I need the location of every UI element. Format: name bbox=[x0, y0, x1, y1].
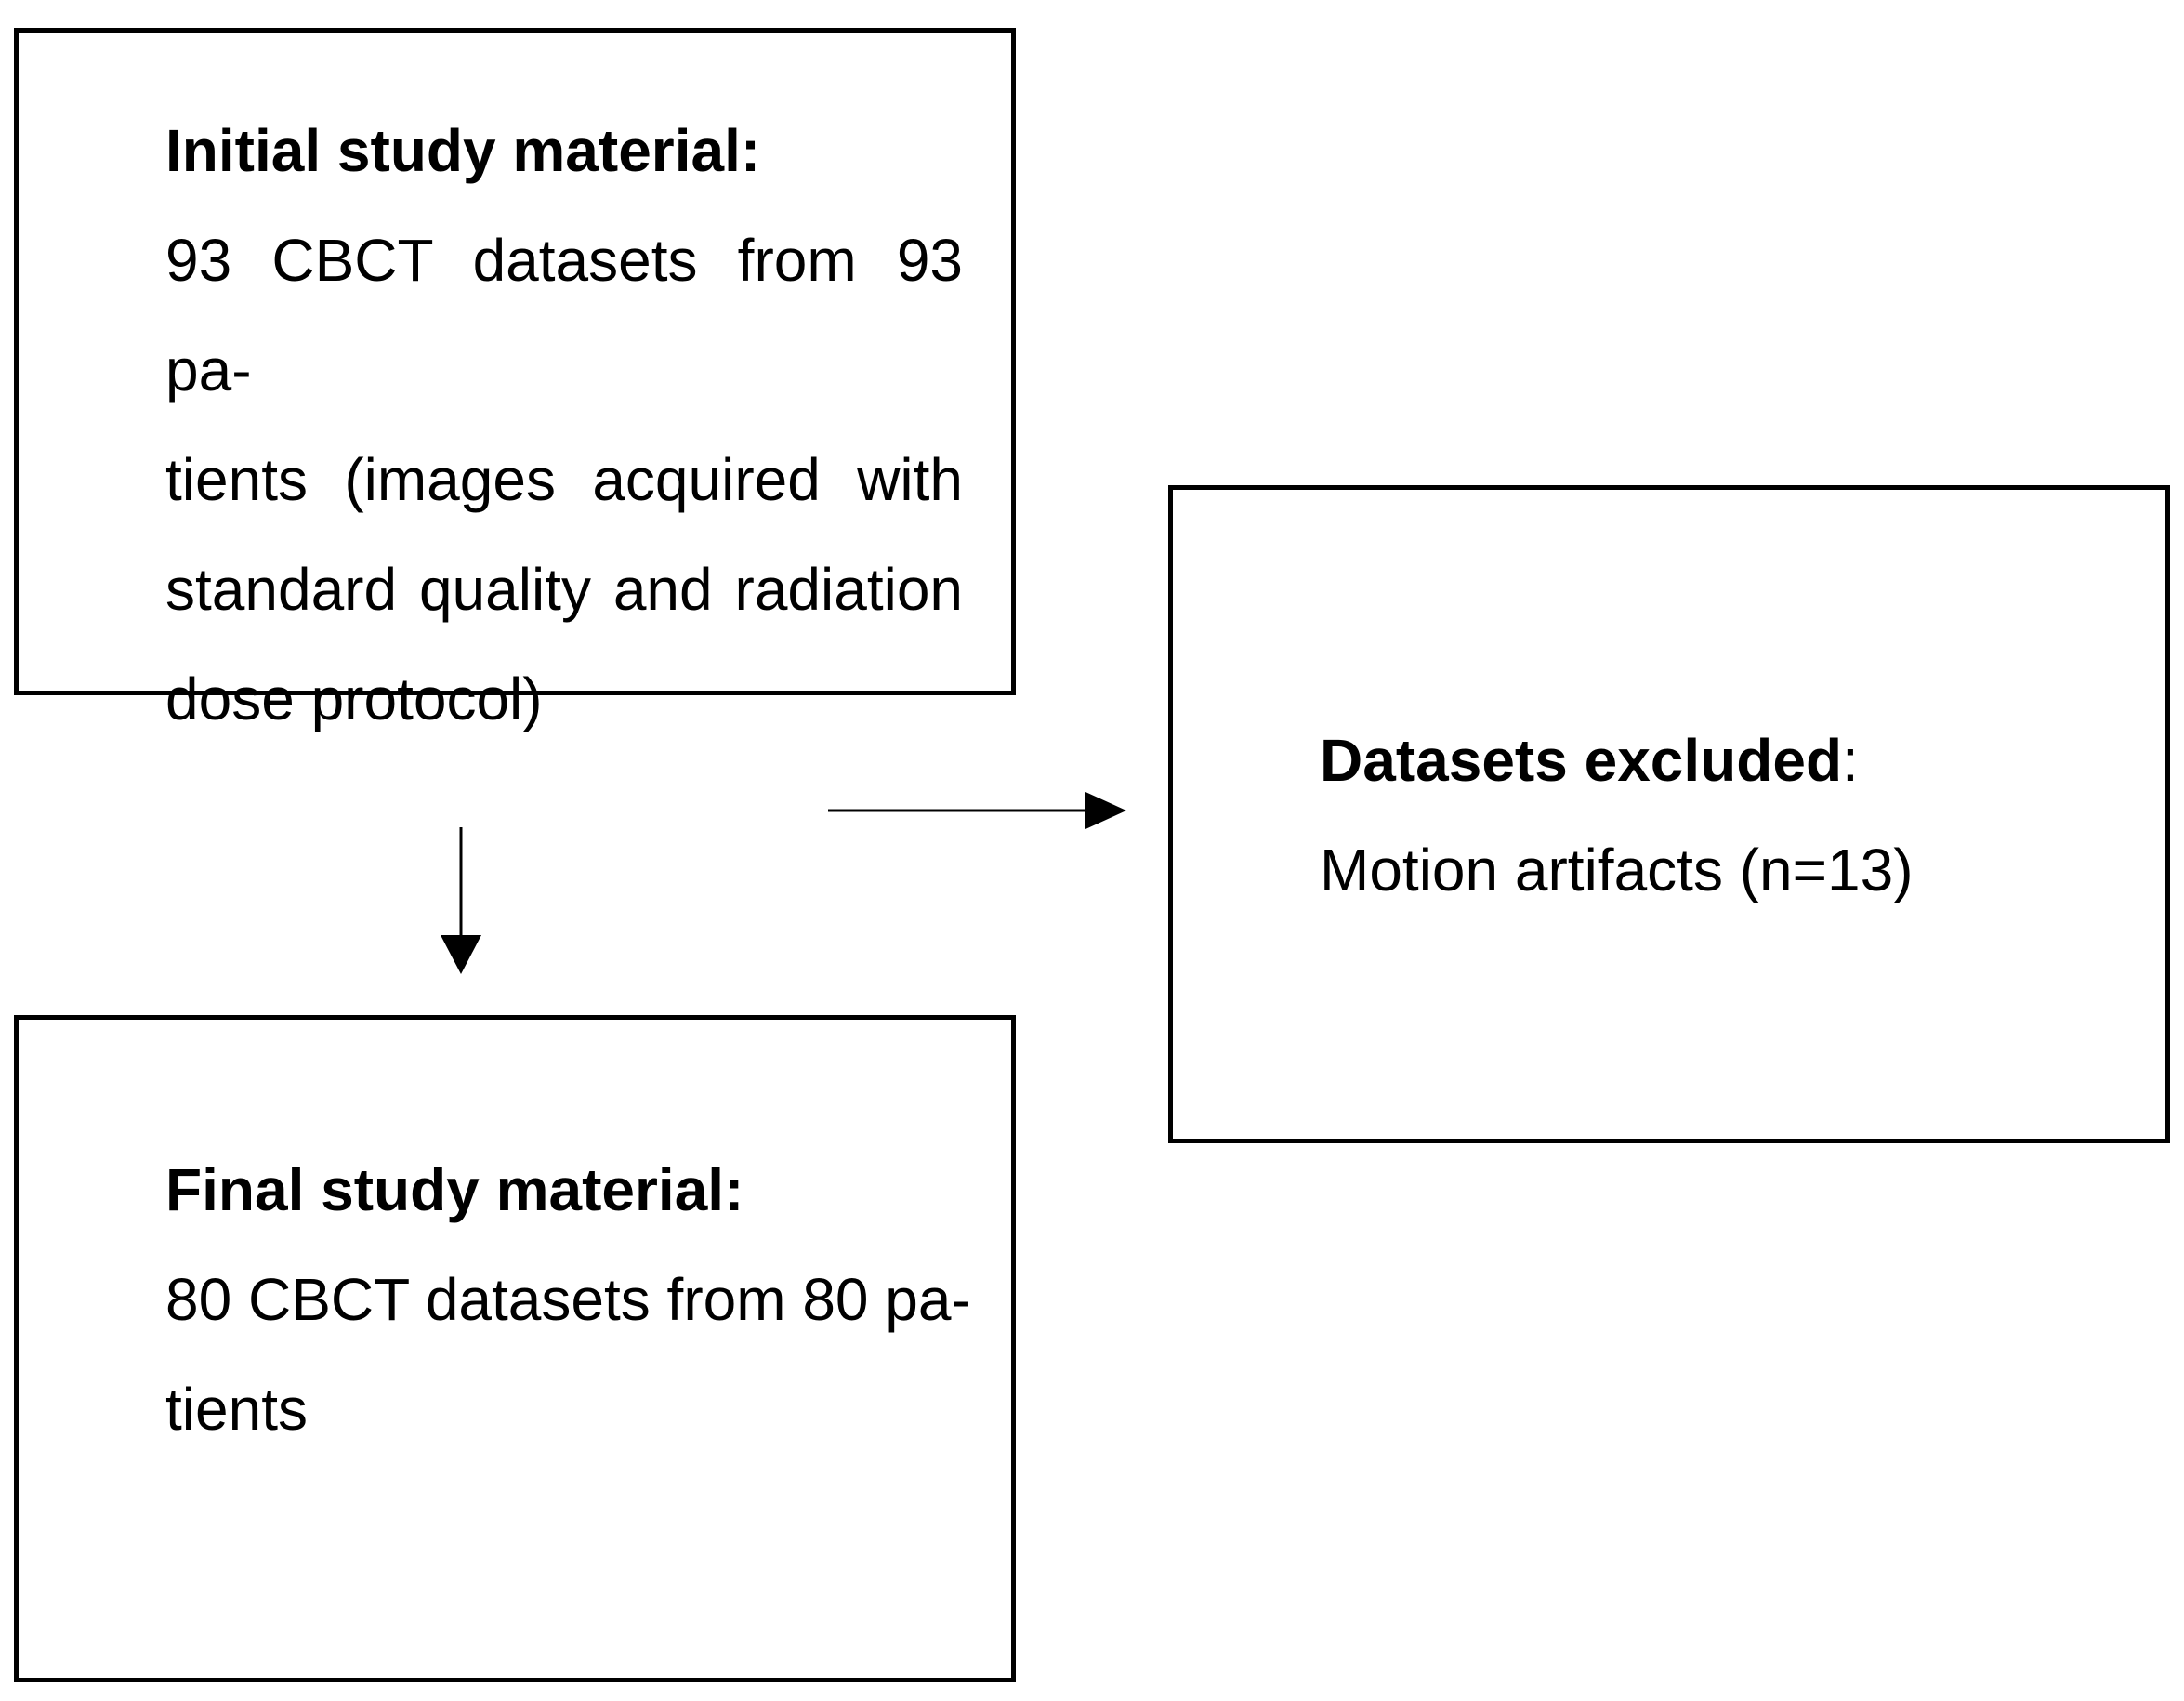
initial-study-title: Initial study material: bbox=[165, 117, 761, 184]
final-study-line-1: 80 CBCT datasets from 80 pa- bbox=[165, 1266, 971, 1333]
down-arrow-head bbox=[441, 935, 481, 974]
initial-study-line-2: tients (images acquired with bbox=[165, 446, 963, 513]
initial-study-line-4: dose protocol) bbox=[165, 666, 543, 732]
initial-study-line-3: standard quality and radiation bbox=[165, 556, 963, 623]
initial-study-content: Initial study material: 93 CBCT datasets… bbox=[165, 96, 963, 754]
final-study-content: Final study material: 80 CBCT datasets f… bbox=[165, 1135, 971, 1464]
excluded-datasets-content: Datasets excluded: Motion artifacts (n=1… bbox=[1320, 705, 2119, 925]
initial-study-box: Initial study material: 93 CBCT datasets… bbox=[14, 28, 1016, 732]
right-arrow-head bbox=[1085, 792, 1126, 829]
down-arrow bbox=[441, 827, 481, 974]
excluded-datasets-title: Datasets excluded bbox=[1320, 727, 1843, 794]
final-study-box: Final study material: 80 CBCT datasets f… bbox=[14, 1015, 1016, 1682]
final-study-title: Final study material: bbox=[165, 1156, 744, 1223]
right-arrow bbox=[828, 792, 1126, 829]
excluded-datasets-heading: Datasets excluded: bbox=[1320, 705, 2119, 815]
excluded-datasets-line-1: Motion artifacts (n=13) bbox=[1320, 837, 1914, 903]
excluded-datasets-colon: : bbox=[1842, 727, 1859, 794]
excluded-datasets-box: Datasets excluded: Motion artifacts (n=1… bbox=[1168, 485, 2170, 1143]
final-study-line-2: tients bbox=[165, 1376, 308, 1443]
initial-study-line-1: 93 CBCT datasets from 93 pa- bbox=[165, 227, 963, 403]
